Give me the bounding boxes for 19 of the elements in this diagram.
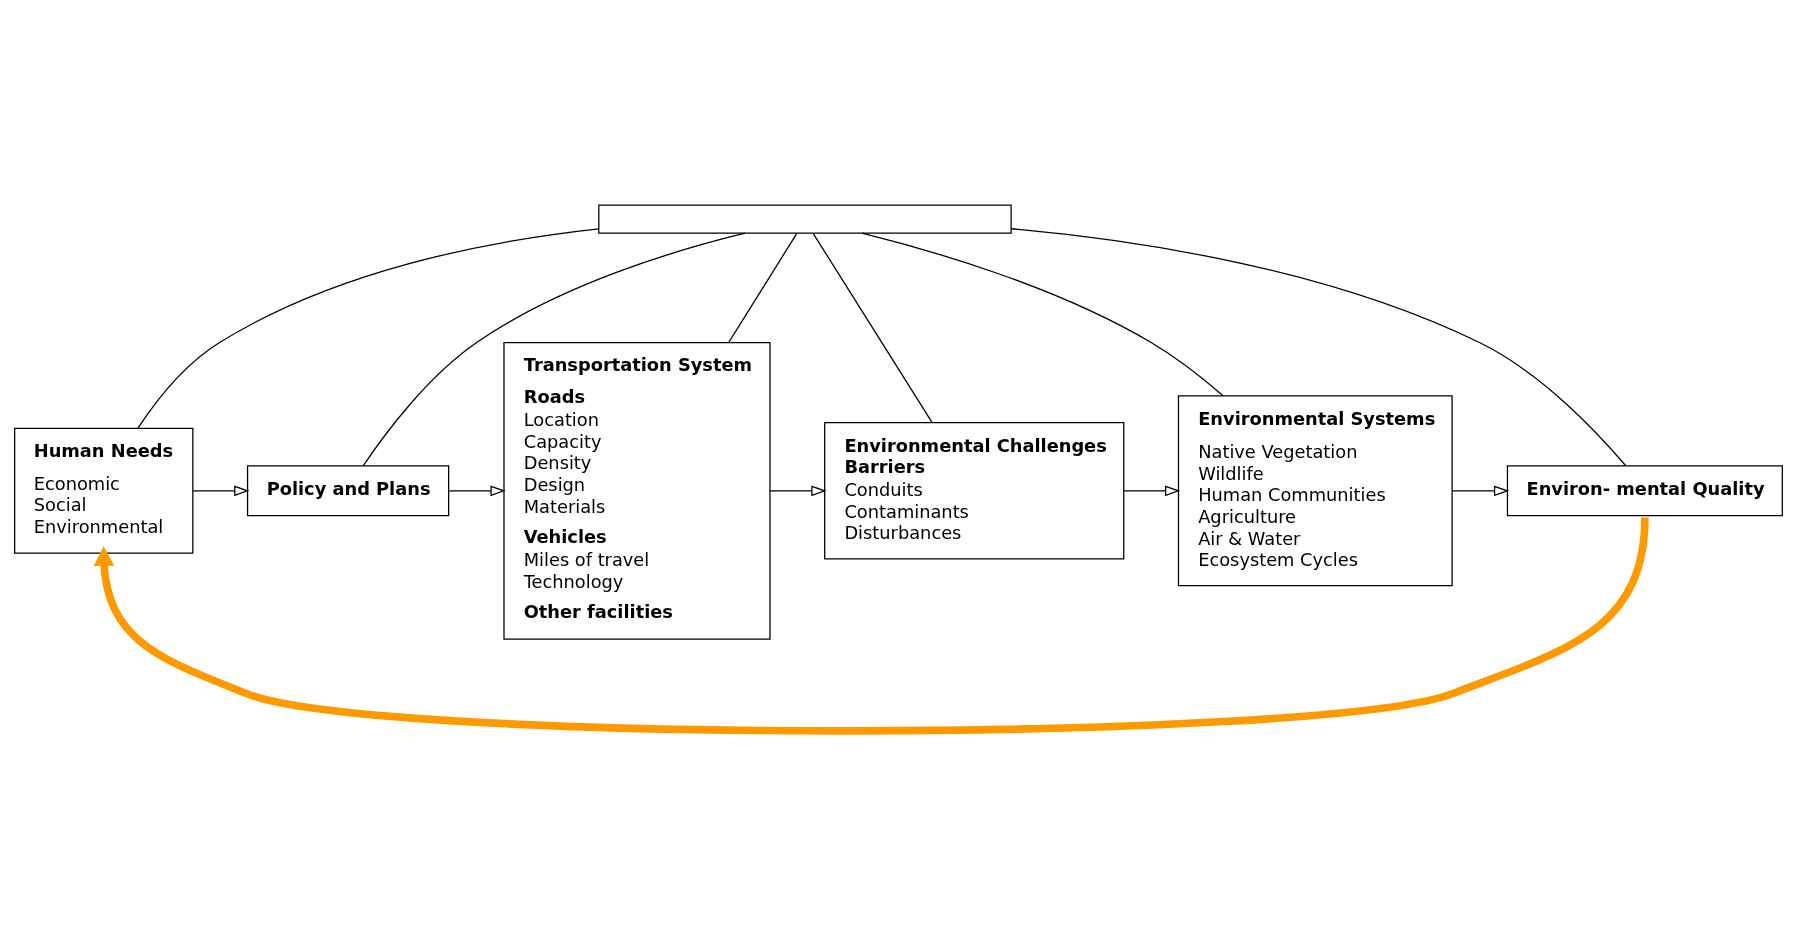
connector: [1010, 227, 1627, 466]
connector: [362, 232, 746, 467]
node-box: [598, 203, 1012, 234]
node-box: Environmental Challenges Barriers Conduits Contaminants Disturbances: [824, 421, 1125, 559]
node-box: Transportation System Roads Location Capacity Density Design Materials Vehicles Miles of travel Technology Other facilities: [503, 341, 771, 640]
connector: [137, 227, 600, 429]
arrow: [1451, 484, 1510, 496]
connector: [728, 232, 798, 343]
node-box: Environ- mental Quality: [1506, 464, 1783, 516]
node-box: Human Needs Economic Social Environmental: [14, 427, 194, 554]
arrow: [769, 484, 827, 496]
arrow: [448, 484, 506, 496]
arrow: [1123, 484, 1181, 496]
node-box: Environmental Systems Native Vegetation Wildlife Human Communities Agriculture Air & Water Ecosystem Cycles: [1177, 394, 1453, 586]
node-box: Policy and Plans: [246, 464, 450, 516]
arrow: [93, 516, 1649, 735]
connector: [812, 232, 933, 423]
connector: [861, 232, 1224, 396]
arrow: [192, 484, 250, 496]
